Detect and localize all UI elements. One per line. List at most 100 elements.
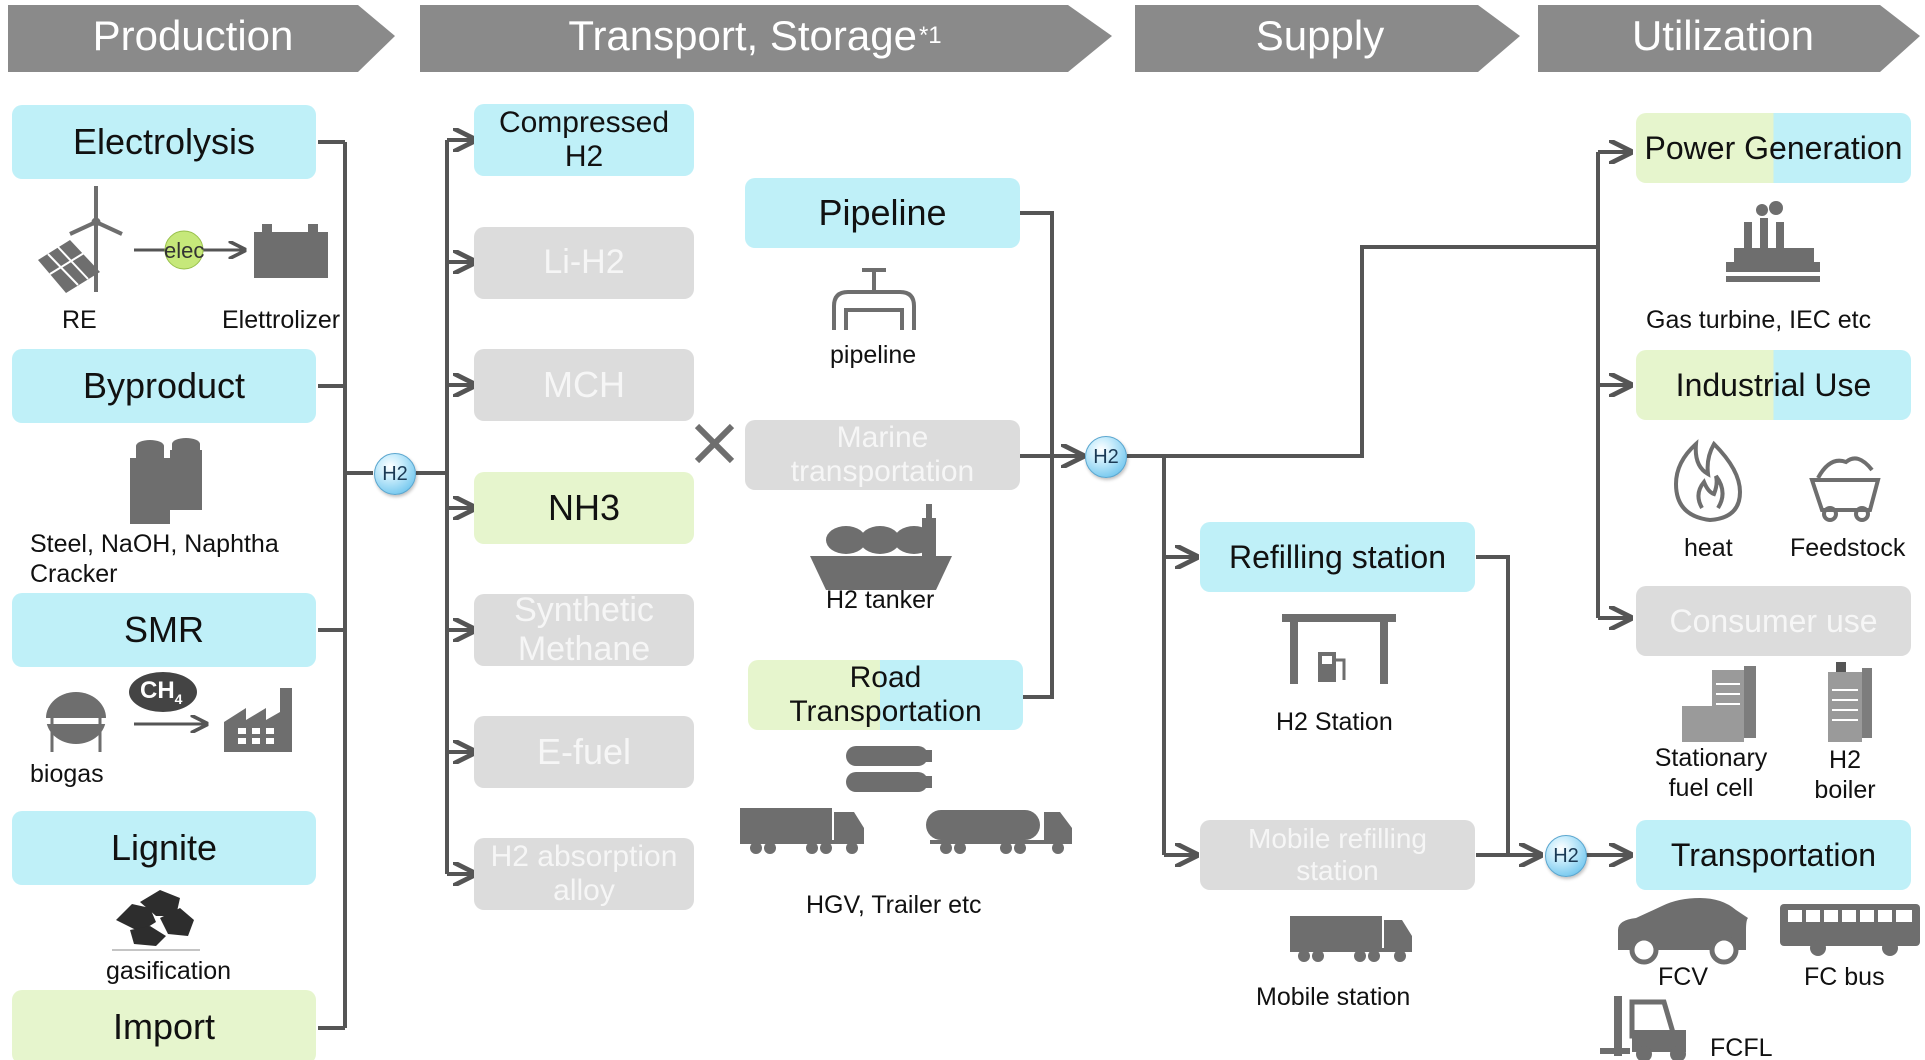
transport-road: Road Transportation	[748, 660, 1023, 730]
solar-panel-icon	[38, 240, 100, 293]
header-supply: Supply	[1255, 12, 1385, 59]
mobile-station-caption: Mobile station	[1256, 983, 1411, 1011]
transport-marine-line1: Marine	[836, 420, 929, 454]
tanker-caption: H2 tanker	[826, 586, 935, 614]
flame-icon	[1673, 439, 1743, 523]
feedstock-caption: Feedstock	[1790, 534, 1906, 562]
factory-icon	[224, 688, 292, 752]
stationary-fuel-cell-icon	[1682, 666, 1756, 742]
mobile-station-truck-icon	[1290, 916, 1412, 962]
heat-caption: heat	[1684, 534, 1733, 562]
header-production: Production	[92, 12, 294, 59]
transport-pipeline: Pipeline	[745, 178, 1020, 248]
transport-marine-line2: transportation	[790, 455, 975, 488]
carrier-synthetic-methane: Synthetic Methane	[474, 590, 694, 668]
forklift-icon	[1600, 996, 1686, 1060]
ch4-label: CH4	[140, 677, 182, 707]
electrolyzer-label: Elettrolizer	[222, 306, 341, 334]
cross-mark-icon	[694, 423, 735, 464]
h2-station-caption: H2 Station	[1276, 708, 1393, 736]
header-transport-footnote: *1	[918, 22, 942, 49]
biogas-label: biogas	[30, 760, 104, 788]
utilization-consumer-use: Consumer use	[1636, 586, 1911, 656]
header-transport-chevron	[420, 5, 1112, 72]
supply-mobile-refilling-line1: Mobile refilling	[1248, 822, 1427, 854]
utilization-industrial-use: Industrial Use	[1636, 350, 1911, 420]
header-transport-label: Transport, Storage	[568, 12, 917, 59]
utilization-power-generation: Power Generation	[1636, 113, 1911, 183]
carrier-compressed-h2-line1: Compressed	[498, 105, 670, 139]
carrier-compressed-h2-line2: H2	[564, 140, 604, 173]
production-lignite: Lignite	[12, 811, 316, 885]
boiler-caption-line1: H2	[1829, 746, 1861, 774]
carrier-h2-absorption-alloy: H2 absorption alloy	[474, 838, 694, 910]
supply-mobile-refilling-line2: station	[1296, 855, 1379, 886]
carrier-compressed-h2: Compressed H2	[474, 104, 694, 176]
factory-tanks-icon	[130, 438, 202, 524]
carrier-nh3: NH3	[474, 472, 694, 544]
wind-turbine-icon	[69, 186, 123, 292]
h2-node-production: H2	[374, 453, 416, 495]
production-smr: SMR	[12, 593, 316, 667]
h2-boiler-caption: H2 boiler	[1800, 745, 1890, 805]
fc-bus-caption: FC bus	[1804, 963, 1885, 991]
supply-refilling-station: Refilling station	[1200, 522, 1475, 592]
ch4-subscript: 4	[174, 690, 183, 707]
carrier-h2-absorption-line1: H2 absorption	[490, 839, 678, 873]
byproduct-caption-line2: Cracker	[30, 560, 118, 588]
fcv-caption: FCV	[1658, 963, 1708, 991]
biogas-tank-icon	[46, 692, 106, 752]
pipeline-faucet-icon	[832, 268, 916, 330]
electrolyzer-icon	[254, 224, 328, 278]
transport-road-line1: Road	[849, 660, 922, 694]
h2-tanker-ship-icon	[810, 504, 952, 590]
boiler-caption-line2: boiler	[1814, 776, 1876, 804]
trailer-truck-icon	[926, 810, 1072, 854]
stationary-caption-line2: fuel cell	[1668, 774, 1754, 802]
re-label: RE	[62, 306, 97, 334]
gasification-label: gasification	[106, 957, 232, 985]
header-production-chevron	[8, 5, 395, 72]
ch4-bubble-icon	[129, 672, 197, 712]
header-supply-chevron	[1135, 5, 1520, 72]
elec-bubble-icon	[164, 230, 204, 270]
carrier-synthetic-methane-line2: Methane	[517, 630, 651, 668]
stationary-fuel-cell-caption: Stationary fuel cell	[1648, 743, 1774, 803]
elec-label: elec	[164, 238, 205, 263]
ch4-text: CH	[140, 677, 175, 704]
supply-mobile-refilling: Mobile refilling station	[1200, 820, 1475, 890]
production-byproduct: Byproduct	[12, 349, 316, 423]
fcfl-caption: FCFL	[1710, 1034, 1773, 1060]
stationary-caption-line1: Stationary	[1654, 744, 1768, 772]
carrier-li-h2: Li-H2	[474, 227, 694, 299]
production-import: Import	[12, 990, 316, 1060]
h2-station-icon	[1282, 614, 1396, 684]
feedstock-cart-icon	[1809, 456, 1881, 522]
carrier-efuel: E-fuel	[474, 716, 694, 788]
header-utilization: Utilization	[1631, 12, 1815, 59]
transport-marine: Marine transportation	[745, 420, 1020, 490]
gas-cylinders-icon	[846, 746, 932, 792]
h2-node-supply: H2	[1545, 835, 1587, 877]
production-electrolysis: Electrolysis	[12, 105, 316, 179]
power-plant-icon	[1726, 201, 1820, 282]
h2-boiler-icon	[1828, 662, 1872, 742]
utilization-transportation: Transportation	[1636, 820, 1911, 890]
transport-road-line2: Transportation	[789, 695, 982, 728]
pipeline-caption: pipeline	[830, 341, 917, 369]
coal-icon	[112, 890, 200, 951]
carrier-mch: MCH	[474, 349, 694, 421]
hgv-caption: HGV, Trailer etc	[806, 891, 982, 919]
header-transport-storage: Transport, Storage*1	[420, 0, 1090, 72]
header-utilization-chevron	[1538, 5, 1920, 72]
fcv-car-icon	[1618, 898, 1748, 965]
h2-node-transport: H2	[1085, 436, 1127, 478]
gas-turbine-caption: Gas turbine, IEC etc	[1646, 306, 1872, 334]
carrier-h2-absorption-line2: alloy	[553, 874, 615, 907]
fc-bus-icon	[1780, 904, 1920, 956]
carrier-synthetic-methane-line1: Synthetic	[514, 590, 654, 629]
byproduct-caption-line1: Steel, NaOH, Naphtha	[30, 530, 279, 558]
hgv-truck-icon	[740, 808, 864, 854]
